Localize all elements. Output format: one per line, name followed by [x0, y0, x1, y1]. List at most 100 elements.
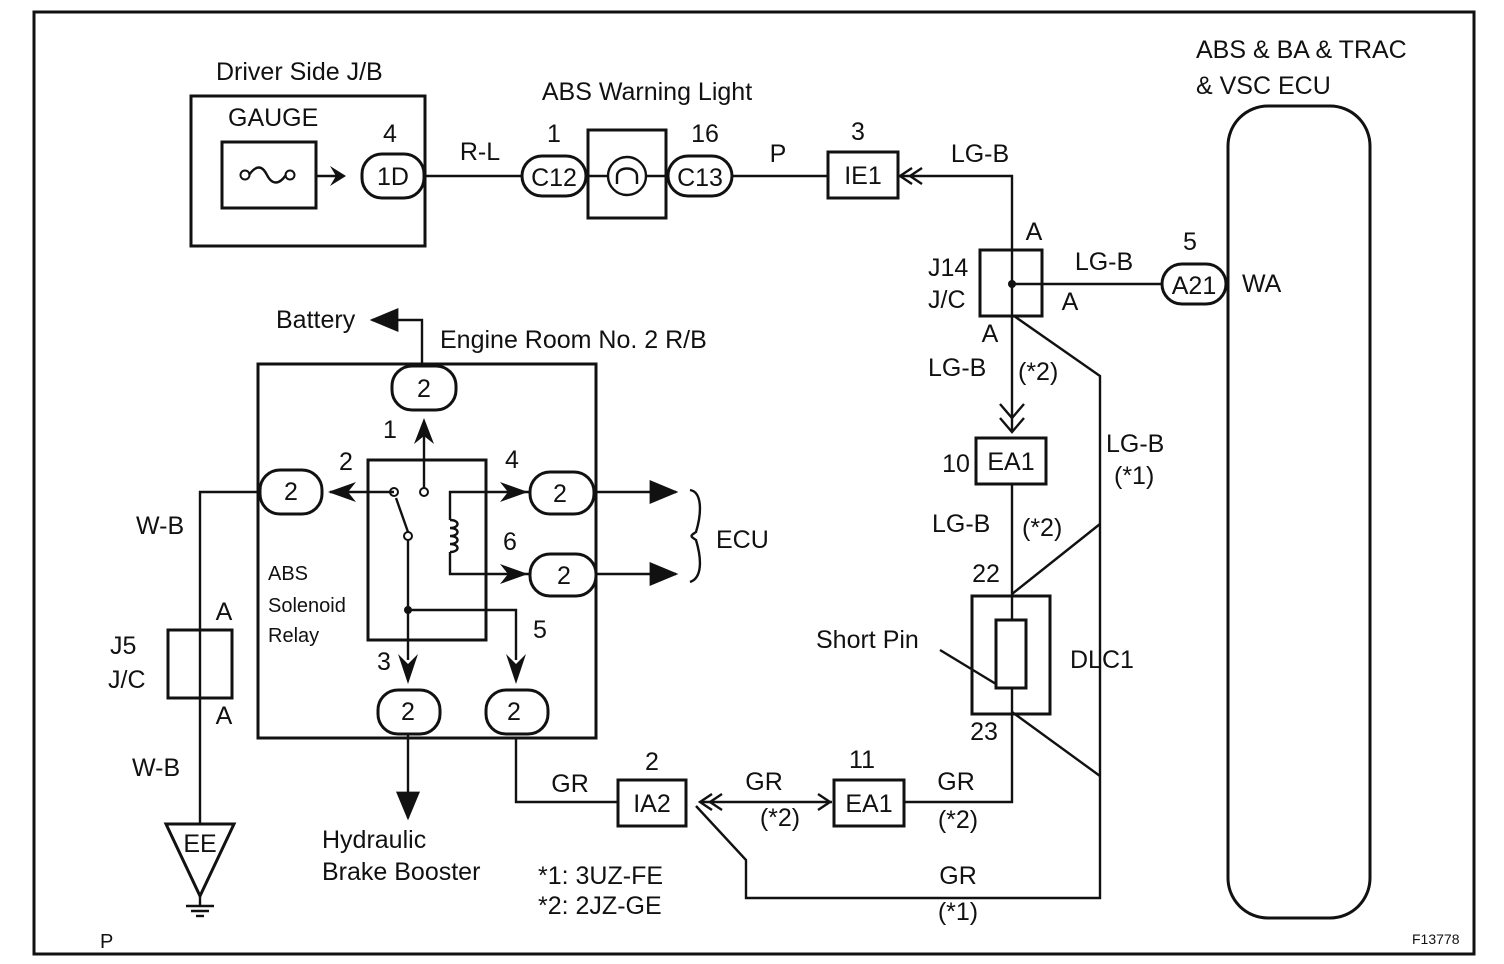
- connector-ea1-bottom-label: EA1: [845, 790, 892, 818]
- rb-connector-4: [528, 470, 596, 516]
- connector-1d-label: 1D: [377, 163, 409, 191]
- relay-pin-1-label: 1: [383, 416, 397, 444]
- wire-lg-b-top: [900, 174, 1014, 250]
- pin-11-label: 11: [849, 746, 875, 774]
- gauge-label: GAUGE: [228, 104, 318, 132]
- arrow-left-icon: [328, 482, 356, 502]
- connector-ie1: [826, 150, 900, 200]
- wire-gr1-label: GR: [551, 770, 589, 798]
- gauge-fuse-box: [220, 140, 318, 210]
- j14-pin-a-bottom: A: [982, 320, 999, 348]
- wire-s1b-label: (*1): [938, 898, 978, 926]
- wire-gr-relay: [514, 738, 618, 804]
- arrow-right-icon: [500, 482, 528, 502]
- engine-room-rb-label: Engine Room No. 2 R/B: [440, 326, 707, 354]
- relay-pin-5-label: 5: [533, 616, 547, 644]
- wire-s2a-label: (*2): [1018, 358, 1058, 386]
- engine-room-rb-box: [256, 362, 598, 740]
- diagram-frame: [32, 10, 1476, 956]
- abs-vsc-ecu-box: [1226, 104, 1372, 920]
- wire-lgb4-label: LG-B: [1106, 430, 1164, 458]
- connector-ea1-bottom: [832, 778, 906, 828]
- abs-solenoid-label-3: Relay: [268, 625, 319, 647]
- ecu-label: ECU: [716, 526, 769, 554]
- wire-lgb5-label: LG-B: [932, 510, 990, 538]
- wire-wb1-label: W-B: [136, 512, 184, 540]
- arrow-down-icon: [506, 654, 526, 684]
- wire-battery: [369, 308, 424, 366]
- relay-pin-6-label: 6: [503, 528, 517, 556]
- j14-label: J14: [928, 254, 968, 282]
- j5-pin-a-top: A: [216, 598, 233, 626]
- wire-lgb1-label: LG-B: [951, 140, 1009, 168]
- ecu-title-2: & VSC ECU: [1196, 72, 1331, 100]
- fuse-icon: [239, 166, 296, 184]
- rb-connector-left-label: 2: [284, 478, 298, 506]
- pin-16-label: 16: [691, 120, 719, 148]
- hydraulic-label-1: Hydraulic: [322, 826, 426, 854]
- wire-s2d-label: (*2): [938, 806, 978, 834]
- ground-label: EE: [183, 830, 216, 858]
- rb-connector-4-label: 2: [553, 480, 567, 508]
- abs-solenoid-relay-box: [366, 458, 488, 642]
- rb-connector-top-label: 2: [417, 375, 431, 403]
- j5-pin-a-bottom: A: [216, 702, 233, 730]
- wire-gr2-label: GR: [745, 768, 783, 796]
- short-pin: [994, 618, 1028, 690]
- j14-pin-a-top: A: [1026, 218, 1043, 246]
- chevron-down-icon: [999, 403, 1025, 434]
- rb-connector-bottom-3-label: 2: [401, 698, 415, 726]
- relay-pin-2-label: 2: [339, 448, 353, 476]
- wire-s2b-label: (*2): [1022, 514, 1062, 542]
- warning-light-box: [586, 128, 668, 220]
- wire-lg-b-gr-star1: [695, 315, 1102, 900]
- corner-p-label: P: [100, 931, 113, 953]
- connector-c13-label: C13: [677, 164, 723, 192]
- driver-jb-label: Driver Side J/B: [216, 58, 383, 86]
- ground-icon: [186, 896, 214, 918]
- wire-gr3-label: GR: [937, 768, 975, 796]
- j14-pin-a-right: A: [1062, 288, 1079, 316]
- rb-connector-bottom-5: [484, 688, 550, 736]
- abs-solenoid-label-1: ABS: [268, 563, 308, 585]
- bulb-icon: [606, 155, 648, 197]
- rb-connector-top: [390, 364, 458, 412]
- connector-c12-label: C12: [531, 164, 577, 192]
- arrow-up-icon: [414, 418, 434, 444]
- connector-a21: [1160, 262, 1228, 306]
- j14-jc-label: J/C: [928, 286, 966, 314]
- chevron-left-icon: [697, 793, 723, 811]
- rb-connector-bottom-5-label: 2: [507, 698, 521, 726]
- wire-rl-label: R-L: [460, 138, 500, 166]
- short-pin-label: Short Pin: [816, 626, 919, 654]
- wire-s2c-label: (*2): [760, 804, 800, 832]
- rb-connector-6-label: 2: [557, 562, 571, 590]
- pin-2-label: 2: [645, 748, 659, 776]
- abs-solenoid-label-2: Solenoid: [268, 595, 346, 617]
- pin-5-label: 5: [1183, 228, 1197, 256]
- dlc1-label: DLC1: [1070, 646, 1134, 674]
- wire-gr-star2: [904, 714, 1014, 804]
- connector-a21-label: A21: [1172, 272, 1216, 300]
- arrow-right-icon: [500, 564, 528, 584]
- figure-id-label: F13778: [1412, 931, 1460, 947]
- pin-10-label: 10: [942, 450, 970, 478]
- wire-gr4-label: GR: [939, 862, 977, 890]
- connector-arrow-icon: [330, 166, 346, 186]
- j5-jc-label: J/C: [108, 666, 146, 694]
- battery-label: Battery: [276, 306, 356, 334]
- relay-pin-3-label: 3: [377, 648, 391, 676]
- wa-label: WA: [1242, 270, 1282, 298]
- note-1: *1: 3UZ-FE: [538, 862, 663, 890]
- abs-warning-light-label: ABS Warning Light: [542, 78, 752, 106]
- wire-lgb2-label: LG-B: [1075, 248, 1133, 276]
- connector-ia2-label: IA2: [633, 790, 671, 818]
- ground-point-ee: [163, 822, 237, 900]
- wire-wb2-label: W-B: [132, 754, 180, 782]
- j5-label: J5: [110, 632, 136, 660]
- brace-icon: [689, 488, 702, 584]
- pin-1-label: 1: [547, 120, 561, 148]
- wire-s1a-label: (*1): [1114, 462, 1154, 490]
- connector-ie1-label: IE1: [844, 162, 882, 190]
